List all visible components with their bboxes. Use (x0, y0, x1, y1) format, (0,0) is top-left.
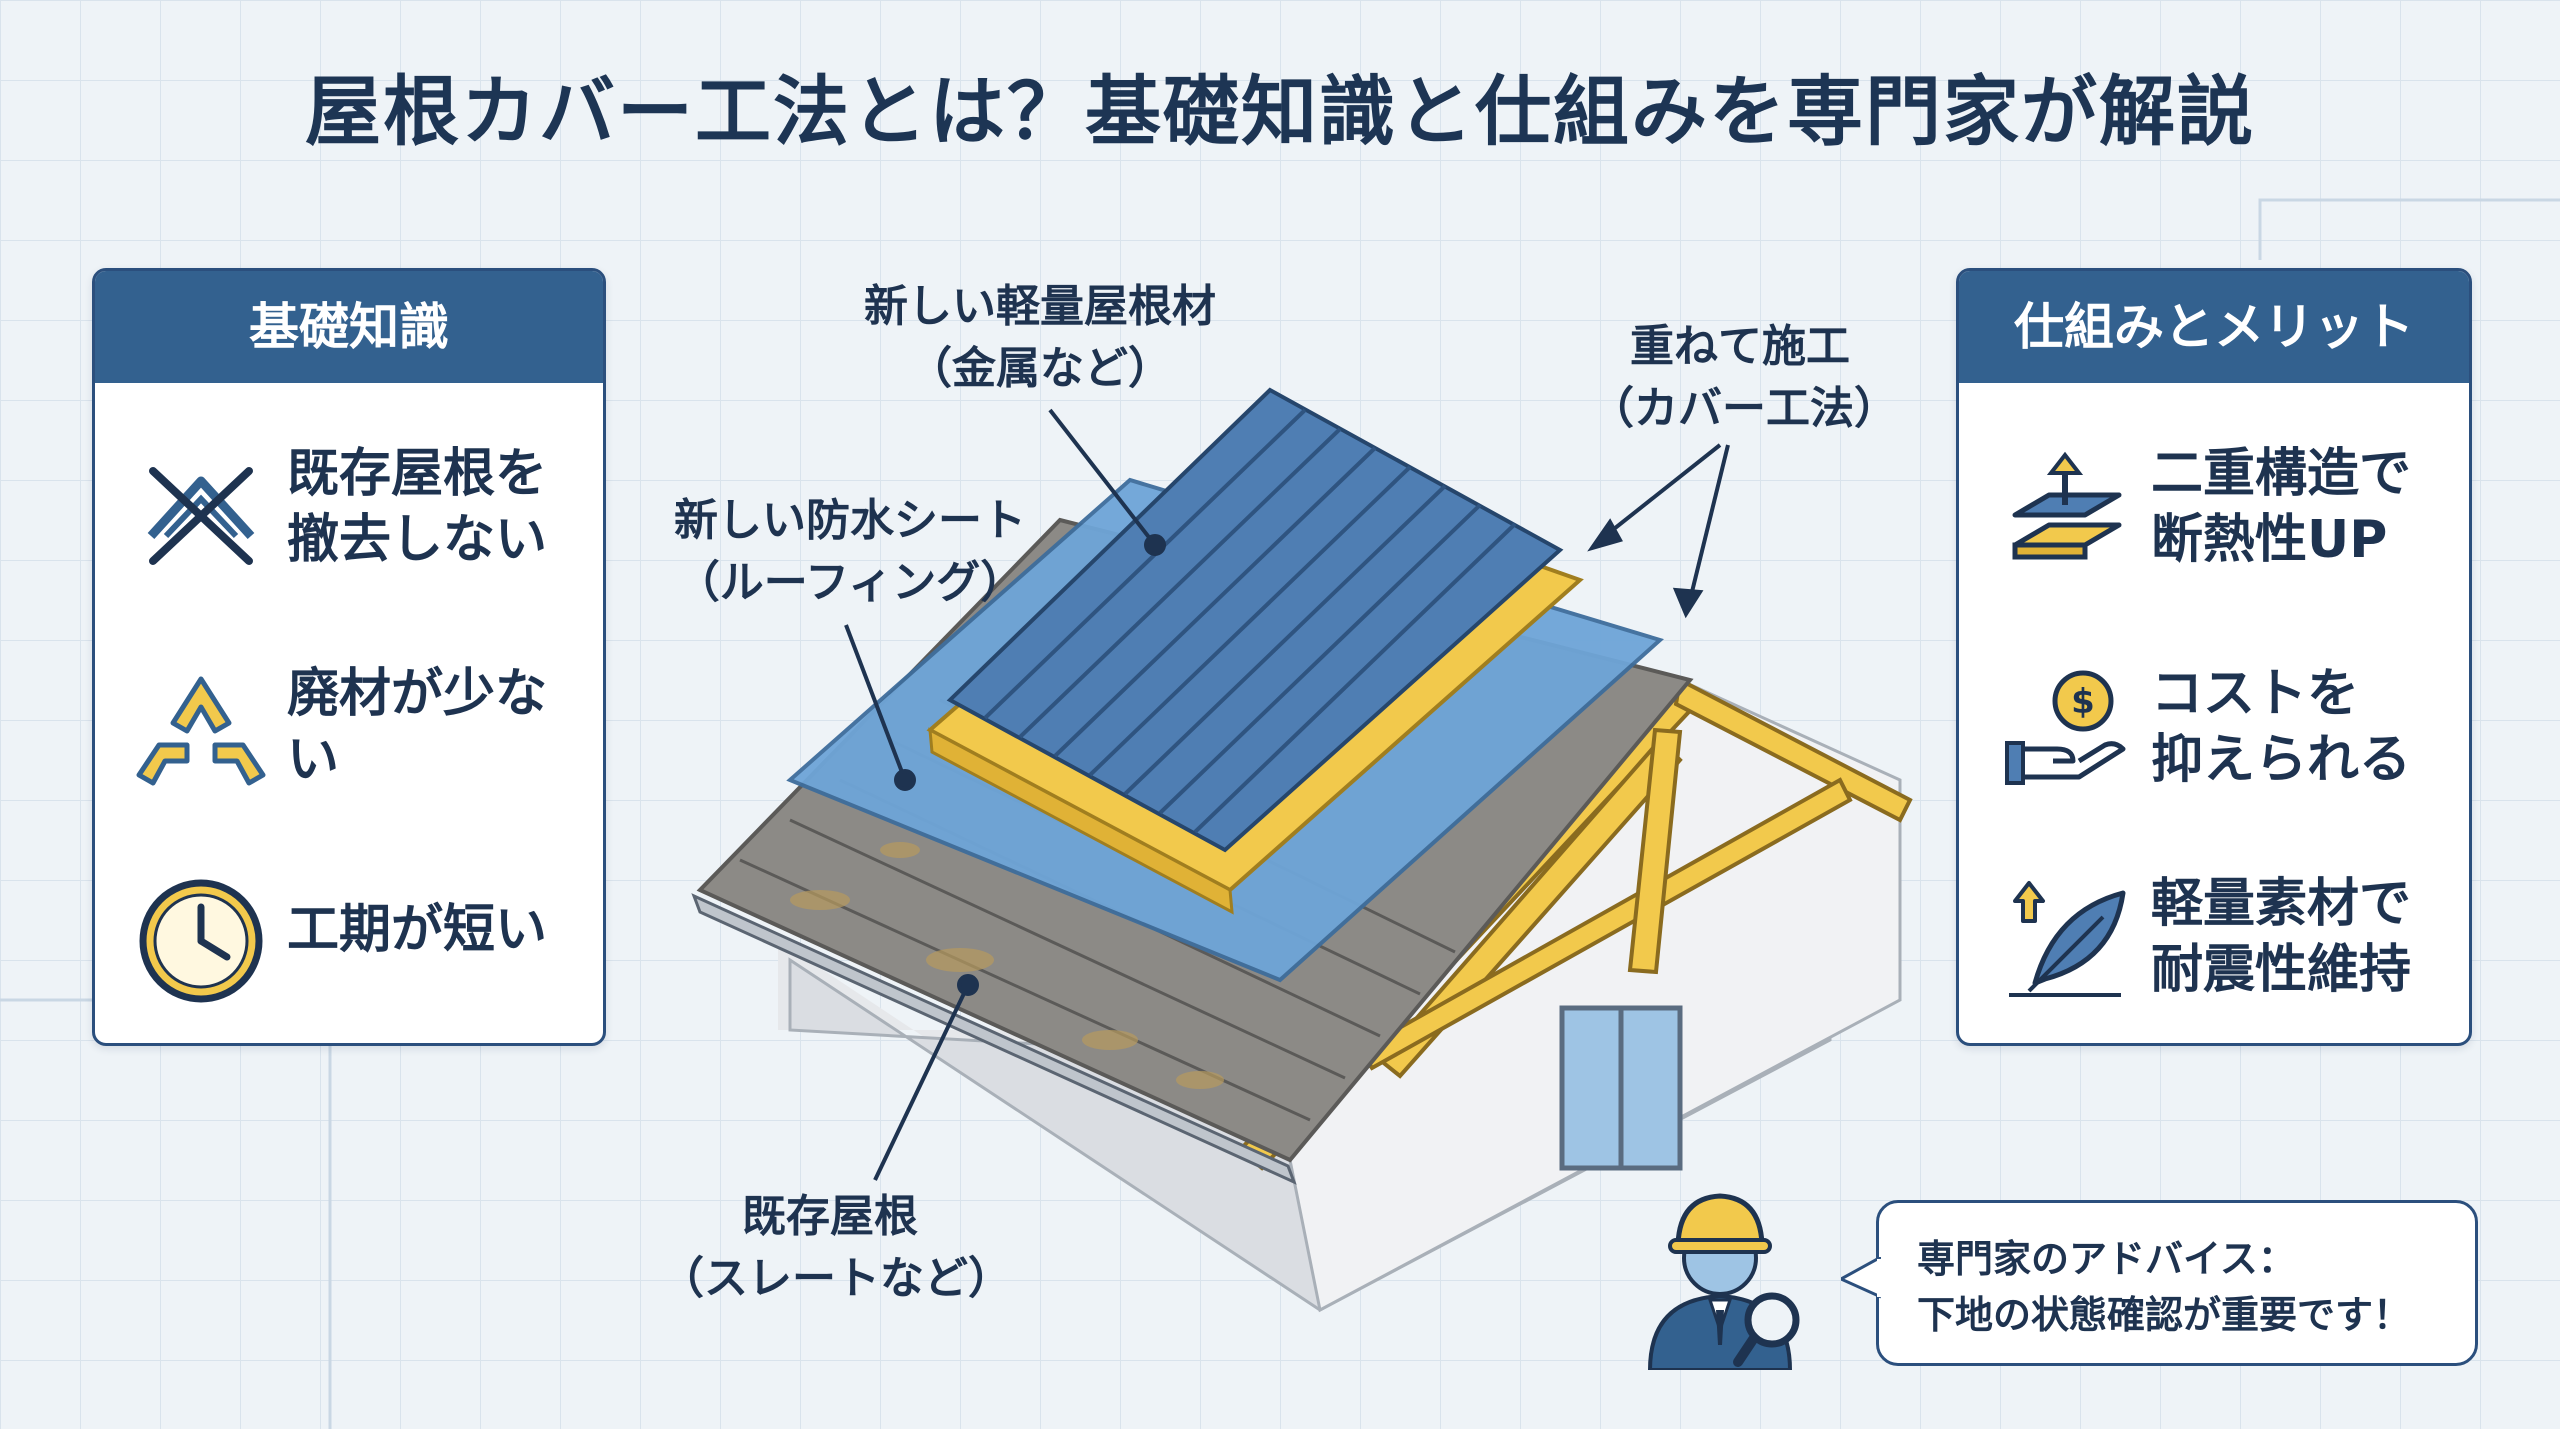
metal-roofing-ribs (983, 408, 1517, 834)
merits-item-line2: 断熱性UP (2151, 510, 2388, 570)
merits-item-text: コストを 抑えられる (2151, 661, 2453, 793)
merits-item-line1: 二重構造で (2151, 444, 2412, 504)
no-demolition-icon (147, 467, 255, 565)
basics-item-short-period: 工期が短い (95, 861, 603, 1011)
basics-item-line2: 撤去しない (287, 510, 548, 570)
basics-item-text: 廃材が少な い (287, 661, 587, 793)
advice-bubble: 専門家のアドバイス： 下地の状態確認が重要です！ (1841, 1200, 2478, 1366)
basics-item-line1: 廃材が少な (287, 664, 548, 724)
merits-item-line1: コストを (2151, 664, 2360, 724)
merits-item-cost: $ コストを 抑えられる (1959, 651, 2469, 801)
callout-lines (844, 408, 1730, 1181)
roof-gutter (691, 893, 1297, 1185)
label-new-roofing-line2: （金属など） (908, 343, 1172, 394)
merits-item-line1: 軽量素材で (2151, 874, 2412, 934)
clock-icon (139, 879, 263, 1003)
weathering-stains (790, 842, 1224, 1089)
metal-roofing (946, 387, 1564, 853)
merits-panel: 仕組みとメリット 二重構造で 断熱性UP $ コストを 抑えられる (1956, 268, 2472, 1046)
label-waterproof-sheet: 新しい防水シート （ルーフィング） (640, 490, 1060, 614)
bubble-tail (1841, 1257, 1881, 1299)
expert-worker-icon (1647, 1193, 1800, 1370)
merits-panel-header: 仕組みとメリット (1959, 271, 2469, 383)
cost-hand-icon: $ (2005, 670, 2126, 785)
double-layer-icon (2012, 451, 2122, 560)
label-waterproof-sheet-line2: （ルーフィング） (675, 557, 1025, 608)
basics-panel-header: 基礎知識 (95, 271, 603, 383)
insulation-edge (928, 727, 1234, 915)
label-existing-roof-line1: 既存屋根 (742, 1191, 918, 1242)
merits-item-text: 軽量素材で 耐震性維持 (2151, 871, 2453, 1003)
merits-item-lightweight: 軽量素材で 耐震性維持 (1959, 861, 2469, 1011)
label-new-roofing: 新しい軽量屋根材 （金属など） (820, 276, 1260, 400)
label-waterproof-sheet-line1: 新しい防水シート (674, 495, 1026, 546)
label-overlay-line2: （カバー工法） (1590, 383, 1898, 434)
advice-text: 専門家のアドバイス： 下地の状態確認が重要です！ (1917, 1231, 2411, 1343)
page-title: 屋根カバー工法とは？基礎知識と仕組みを専門家が解説 (305, 67, 2255, 156)
basics-item-text: 工期が短い (287, 897, 587, 963)
merits-item-insulation: 二重構造で 断熱性UP (1959, 431, 2469, 581)
label-existing-roof-line2: （スレートなど） (660, 1253, 1012, 1304)
advice-line1: 専門家のアドバイス： (1917, 1237, 2296, 1281)
basics-item-line1: 工期が短い (287, 900, 548, 960)
label-overlay-line1: 重ねて施工 (1630, 321, 1850, 372)
basics-item-text: 既存屋根を 撤去しない (287, 441, 587, 573)
advice-line2: 下地の状態確認が重要です！ (1917, 1293, 2412, 1337)
basics-panel: 基礎知識 既存屋根を 撤去しない 廃材が少な い (92, 268, 606, 1046)
basics-item-line1: 既存屋根を (287, 444, 548, 504)
basics-item-no-removal: 既存屋根を 撤去しない (95, 431, 603, 581)
basics-item-line2: い (287, 730, 340, 790)
label-new-roofing-line1: 新しい軽量屋根材 (864, 281, 1216, 332)
merits-item-line2: 耐震性維持 (2151, 940, 2412, 1000)
label-overlay: 重ねて施工 （カバー工法） (1590, 316, 1898, 440)
basics-item-less-waste: 廃材が少な い (95, 651, 603, 801)
recycle-icon (136, 676, 266, 786)
feather-icon (2009, 881, 2126, 997)
svg-text:$: $ (2071, 682, 2095, 722)
label-existing-roof: 既存屋根 （スレートなど） (660, 1186, 1012, 1310)
merits-item-text: 二重構造で 断熱性UP (2151, 441, 2453, 573)
merits-item-line2: 抑えられる (2151, 730, 2412, 790)
